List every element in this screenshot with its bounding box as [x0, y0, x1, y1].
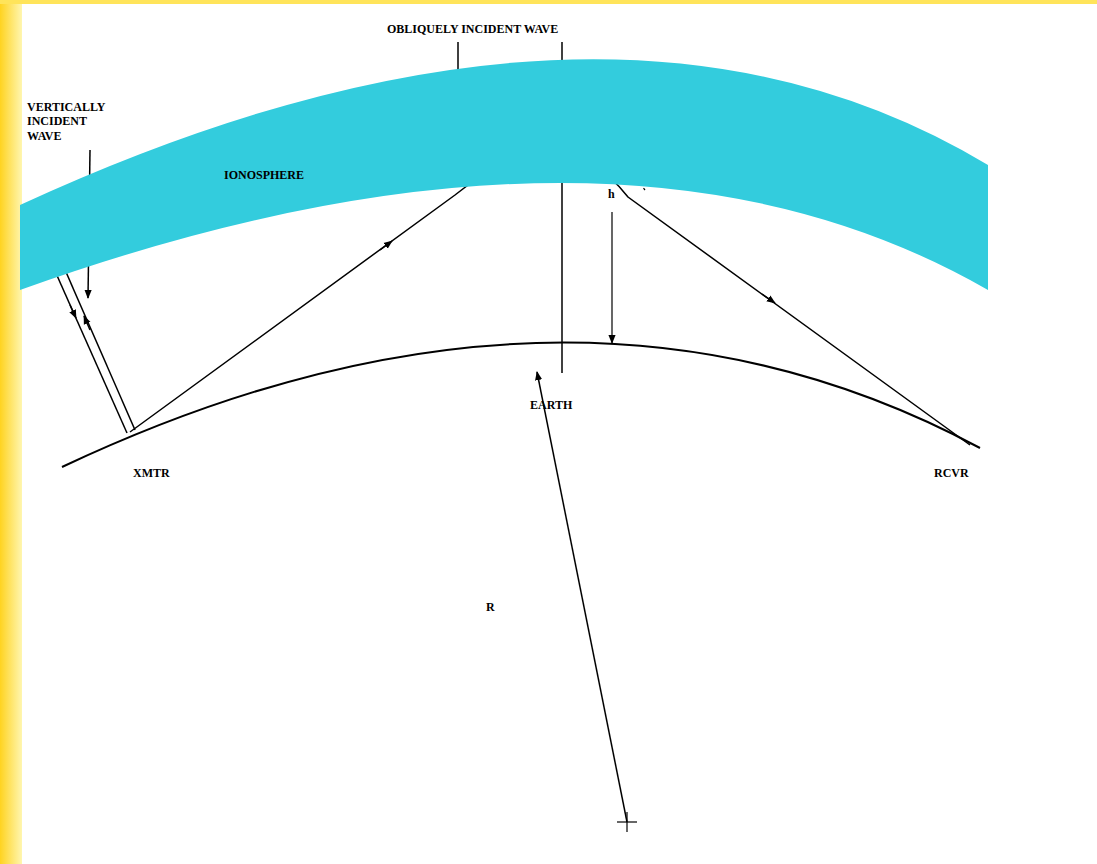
- ionosphere-band: IONOSPHERE: [20, 55, 990, 295]
- earth-label: EARTH: [530, 398, 572, 412]
- wave-label: OBLIQUELY INCIDENT WAVE: [387, 22, 558, 36]
- height-label: h: [606, 187, 617, 201]
- radius-label: R: [486, 600, 495, 614]
- band-shape: [20, 55, 990, 295]
- station-label: XMTR: [133, 466, 170, 480]
- wave-label: VERTICALLY INCIDENT WAVE: [27, 100, 113, 143]
- station-label: RCVR: [934, 466, 969, 480]
- region-label: IONOSPHERE: [224, 168, 304, 182]
